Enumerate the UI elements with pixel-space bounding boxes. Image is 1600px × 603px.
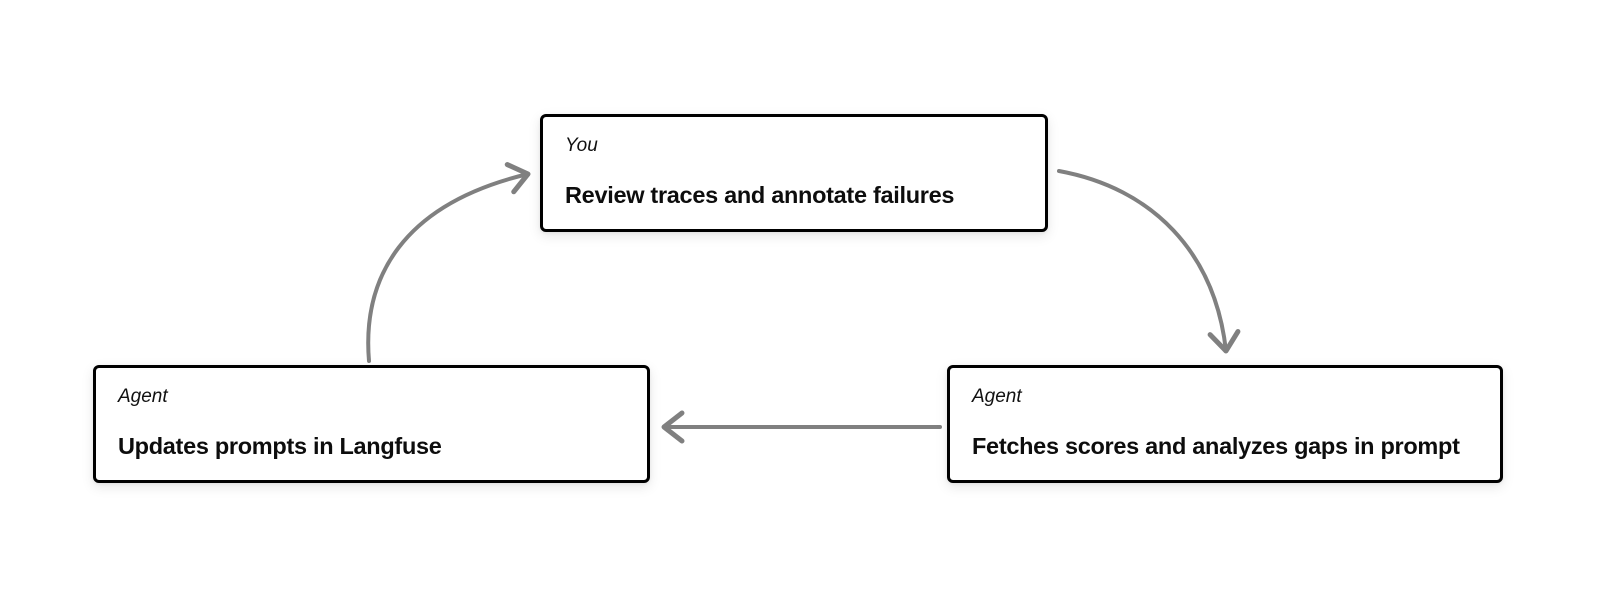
arrow-agent-updates-to-you: [366, 162, 531, 363]
node-title: Fetches scores and analyzes gaps in prom…: [972, 433, 1460, 459]
node-title: Review traces and annotate failures: [565, 182, 955, 208]
node-title: Updates prompts in Langfuse: [118, 433, 442, 459]
arrow-you-to-agent-fetches: [1057, 169, 1241, 354]
node-agent-fetches-scores: Agent Fetches scores and analyzes gaps i…: [947, 365, 1503, 483]
node-you-review-traces: You Review traces and annotate failures: [540, 114, 1048, 232]
node-role-label: Agent: [972, 386, 1022, 407]
node-role-label: You: [565, 135, 598, 156]
node-agent-updates-prompts: Agent Updates prompts in Langfuse: [93, 365, 650, 483]
node-role-label: Agent: [118, 386, 168, 407]
